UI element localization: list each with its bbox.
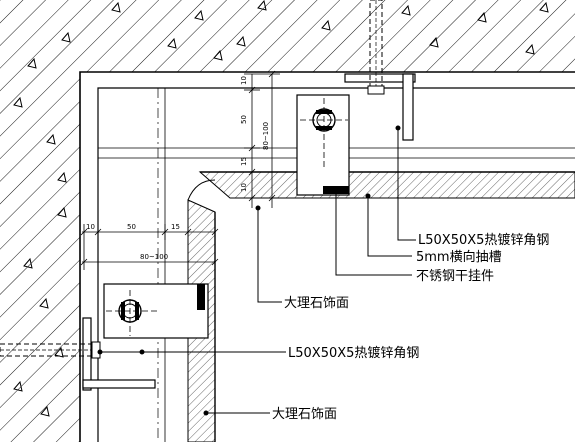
label-marble-face-mid: 大理石饰面	[284, 296, 349, 311]
dim-v-10: 10	[240, 76, 248, 85]
label-marble-face-bottom: 大理石饰面	[272, 407, 337, 422]
top-marble-panel	[198, 171, 575, 199]
label-slot-5mm: 5mm横向抽槽	[416, 249, 502, 265]
label-ss-dry-hanger: 不锈钢干挂件	[416, 269, 494, 284]
dim-v-15: 15	[240, 157, 248, 166]
dim-h-80-100: 80~100	[140, 253, 168, 261]
left-angle-steel	[0, 317, 156, 391]
dim-h-10: 10	[86, 223, 95, 231]
vertical-dimensions	[244, 70, 280, 208]
label-angle-steel-left: L50X50X5热镀锌角钢	[288, 345, 419, 361]
left-stainless-hanger	[103, 283, 209, 339]
leader-lines	[97, 125, 416, 416]
dim-v-80-100: 80~100	[262, 122, 270, 150]
dim-v-10b: 10	[240, 183, 248, 192]
dim-h-15: 15	[171, 223, 180, 231]
top-stainless-hanger	[296, 94, 350, 196]
aggregate-marks	[13, 0, 549, 417]
dim-h-50: 50	[127, 223, 136, 231]
top-angle-steel	[344, 0, 416, 141]
dim-v-50: 50	[240, 115, 248, 124]
horizontal-dimensions	[80, 224, 219, 270]
label-angle-steel-top: L50X50X5热镀锌角钢	[418, 232, 549, 248]
